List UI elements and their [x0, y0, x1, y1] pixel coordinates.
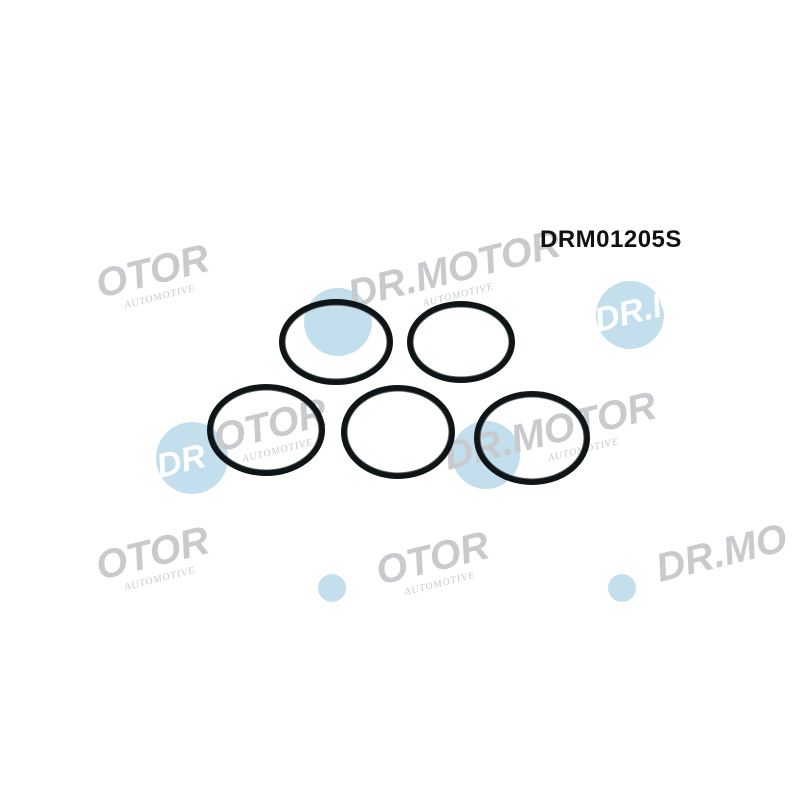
- watermark-badge: [318, 574, 346, 602]
- o-ring: [279, 299, 393, 385]
- o-ring: [341, 385, 455, 479]
- o-ring: [407, 301, 515, 383]
- watermark-badge: [608, 574, 636, 602]
- o-ring: [474, 391, 590, 485]
- product-code: DRM01205S: [540, 226, 682, 253]
- o-ring: [207, 384, 325, 476]
- watermark-badge: [596, 281, 664, 349]
